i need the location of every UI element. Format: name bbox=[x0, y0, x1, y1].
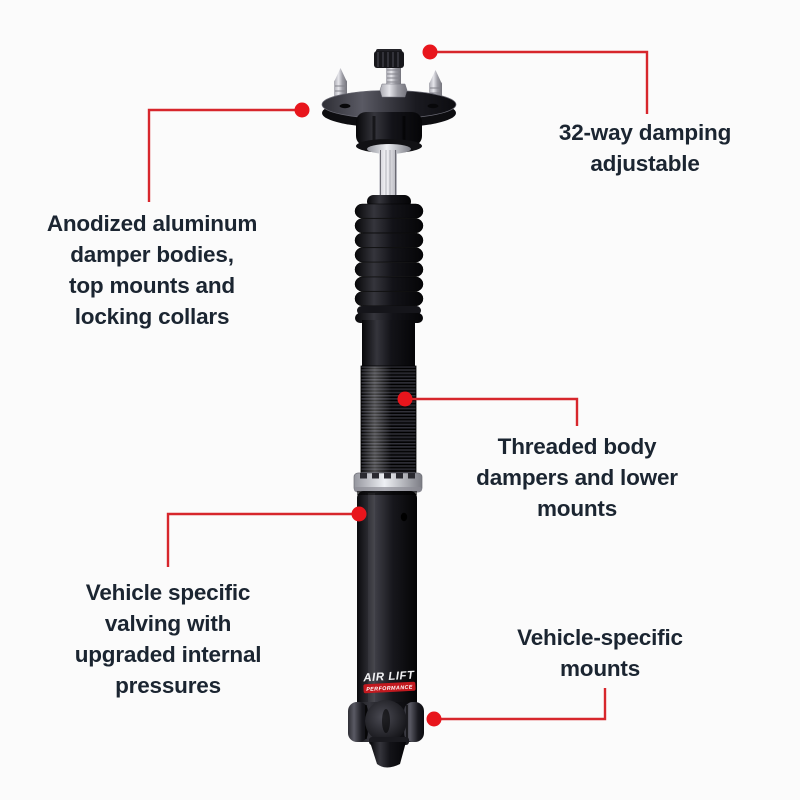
callout-label-top-mount: Anodized aluminum damper bodies, top mou… bbox=[46, 211, 258, 329]
callout-dot-valving bbox=[351, 506, 367, 522]
callout-label-damping: 32-way damping adjustable bbox=[558, 120, 732, 176]
callout-label-mounts: Vehicle-specific mounts bbox=[517, 625, 683, 681]
callout-dot-threaded-body bbox=[397, 391, 413, 407]
top-mount-plate bbox=[321, 68, 457, 154]
logo-secondary-text: PERFORMANCE bbox=[366, 685, 413, 693]
damping-adjuster-knob bbox=[374, 49, 408, 98]
callout-line-valving bbox=[166, 506, 367, 567]
logo-primary-text: AIR LIFT bbox=[362, 670, 415, 685]
callout-dot-top-mount bbox=[294, 102, 310, 118]
callout-line-top-mount bbox=[147, 102, 310, 202]
damper-body bbox=[357, 491, 417, 712]
callout-line-damping bbox=[422, 44, 649, 114]
callout-line-mounts bbox=[426, 688, 607, 727]
locking-collar bbox=[353, 472, 423, 493]
callout-dot-damping bbox=[422, 44, 438, 60]
callout-line-threaded-body bbox=[397, 391, 579, 426]
threaded-body bbox=[360, 365, 417, 477]
callout-dot-mounts bbox=[426, 711, 442, 727]
lower-mount-eyelet bbox=[348, 700, 424, 768]
upper-body bbox=[362, 320, 415, 368]
dust-boot bbox=[354, 195, 424, 323]
callout-label-valving: Vehicle specific valving with upgraded i… bbox=[74, 580, 262, 698]
air-lift-logo: AIR LIFT PERFORMANCE bbox=[362, 670, 416, 694]
callout-label-threaded-body: Threaded body dampers and lower mounts bbox=[476, 434, 678, 521]
